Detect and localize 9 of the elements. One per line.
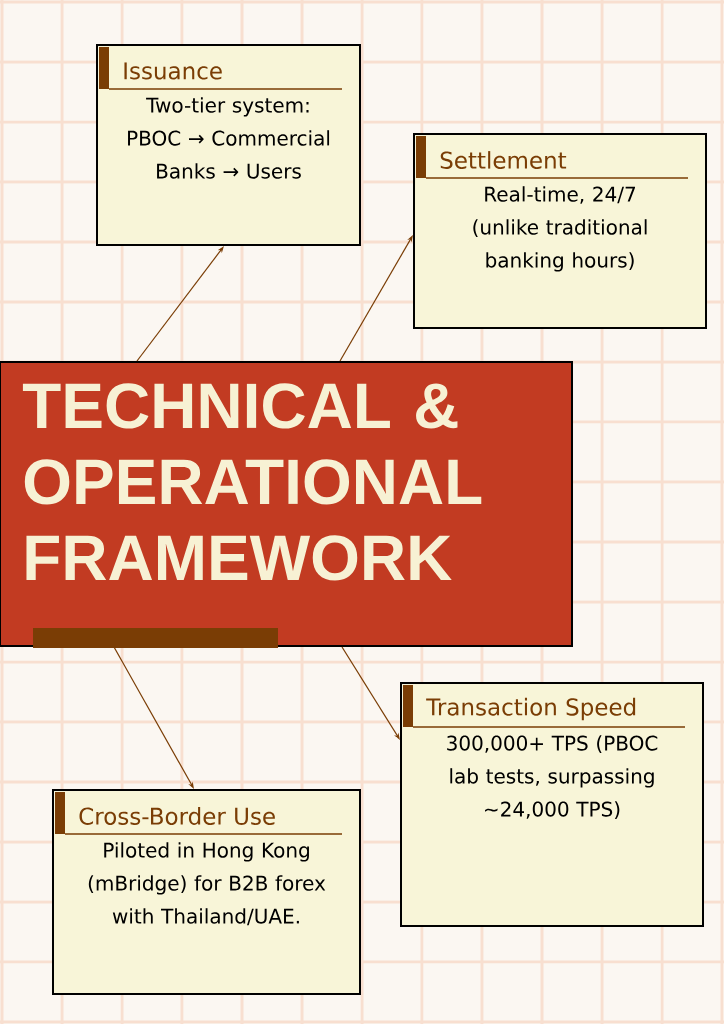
card: Cross-Border Use Piloted in Hong Kong (mBridge) for B2B forex with Thailand/UAE. — [52, 789, 361, 995]
arrow — [339, 235, 413, 362]
title-banner: TECHNICAL & OPERATIONAL FRAMEWORK — [0, 361, 573, 648]
card: Settlement Real-time, 24/7 (unlike traditional banking hours) — [413, 133, 707, 329]
card: Transaction Speed 300,000+ TPS (PBOC lab tests, surpassing ~24,000 TPS) — [400, 682, 704, 927]
arrow — [341, 646, 400, 740]
arrow — [136, 246, 224, 362]
card: Issuance Two-tier system: PBOC → Commercial Banks → Users — [96, 44, 361, 246]
arrow — [113, 646, 194, 789]
